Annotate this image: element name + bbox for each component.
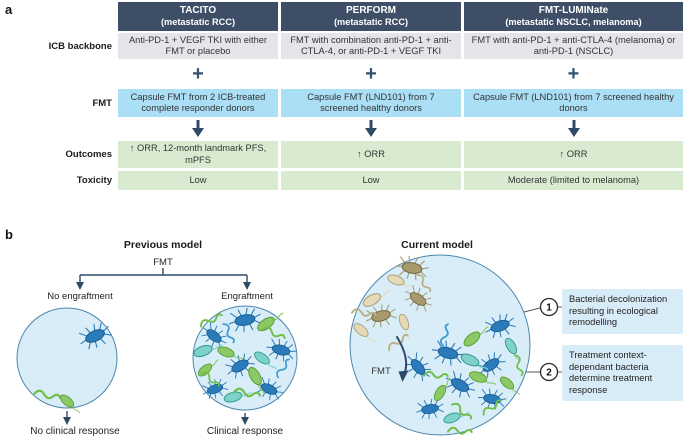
note-1-number: 1 bbox=[546, 303, 552, 314]
plus-row: + bbox=[281, 59, 461, 89]
note-leader-lines bbox=[523, 306, 562, 373]
icb-backbone-cell: Anti-PD-1 + VEGF TKI with either FMT or … bbox=[118, 33, 278, 59]
plus-row: + bbox=[118, 59, 278, 89]
toxicity-cell: Low bbox=[118, 171, 278, 190]
trial-column-perform: PERFORM (metastatic RCC) FMT with combin… bbox=[281, 2, 461, 190]
plus-icon: + bbox=[365, 63, 377, 85]
plus-row: + bbox=[464, 59, 683, 89]
note-2-number: 2 bbox=[546, 368, 552, 379]
panel-a-label: a bbox=[5, 2, 13, 17]
trial-column-tacito: TACITO (metastatic RCC) Anti-PD-1 + VEGF… bbox=[118, 2, 278, 190]
branch-arrowhead-right bbox=[243, 282, 251, 290]
toxicity-cell: Moderate (limited to melanoma) bbox=[464, 171, 683, 190]
note-1-box: Bacterial decolonization resulting in ec… bbox=[562, 289, 683, 334]
plus-icon: + bbox=[192, 63, 204, 85]
current-model-title: Current model bbox=[401, 239, 473, 251]
trial-header: TACITO (metastatic RCC) bbox=[118, 2, 278, 31]
trial-column-fmt-luminate: FMT-LUMINate (metastatic NSCLC, melanoma… bbox=[464, 2, 683, 190]
previous-model-title: Previous model bbox=[124, 239, 202, 251]
arrow-row bbox=[464, 117, 683, 141]
panel-b-illustration: Previous model FMT No engraftment Engraf… bbox=[16, 239, 562, 437]
trial-header: PERFORM (metastatic RCC) bbox=[281, 2, 461, 31]
trial-population: (metastatic RCC) bbox=[333, 16, 409, 27]
arrow-row bbox=[281, 117, 461, 141]
trial-name: TACITO bbox=[179, 5, 217, 17]
current-fmt-label: FMT bbox=[371, 366, 391, 377]
outcome-arrowhead-left bbox=[63, 417, 71, 425]
panel-b-label: b bbox=[5, 227, 13, 242]
outcomes-cell: ↑ ORR bbox=[464, 141, 683, 168]
previous-fmt-label: FMT bbox=[153, 257, 173, 268]
row-label-toxicity: Toxicity bbox=[76, 175, 112, 186]
outcome-arrowhead-right bbox=[241, 417, 249, 425]
trial-name: PERFORM bbox=[346, 5, 396, 17]
outcome-arrow-stems bbox=[66, 411, 246, 418]
branch-arrowhead-left bbox=[76, 282, 84, 290]
outcomes-cell: ↑ ORR bbox=[281, 141, 461, 168]
trial-population: (metastatic RCC) bbox=[160, 16, 236, 27]
icb-backbone-cell: FMT with combination anti-PD-1 + anti-CT… bbox=[281, 33, 461, 59]
note-2-box: Treatment context-dependant bacteria det… bbox=[562, 345, 683, 402]
row-label-outcomes: Outcomes bbox=[65, 149, 112, 160]
trial-name: FMT-LUMINate bbox=[538, 5, 609, 17]
arrow-row bbox=[118, 117, 278, 141]
clinical-response-label: Clinical response bbox=[207, 426, 284, 437]
fmt-arrowhead bbox=[398, 370, 409, 382]
trial-population: (metastatic NSCLC, melanoma) bbox=[505, 16, 642, 27]
down-arrow-icon bbox=[365, 120, 377, 137]
no-clinical-response-label: No clinical response bbox=[30, 426, 120, 437]
no-engraftment-label: No engraftment bbox=[47, 291, 113, 302]
row-label-fmt: FMT bbox=[92, 97, 112, 109]
note-1-circle bbox=[539, 297, 559, 317]
note-2-circle bbox=[539, 362, 559, 382]
trial-header: FMT-LUMINate (metastatic NSCLC, melanoma… bbox=[464, 2, 683, 31]
no-engraftment-circle bbox=[16, 307, 118, 409]
fmt-cell: Capsule FMT from 2 ICB-treated complete … bbox=[118, 89, 278, 117]
down-arrow-icon bbox=[192, 120, 204, 137]
toxicity-cell: Low bbox=[281, 171, 461, 190]
down-arrow-icon bbox=[567, 120, 580, 137]
fmt-cell: Capsule FMT (LND101) from 7 screened hea… bbox=[464, 89, 683, 117]
icb-backbone-cell: FMT with anti-PD-1 + anti-CTLA-4 (melano… bbox=[464, 33, 683, 59]
outcomes-cell: ↑ ORR, 12-month landmark PFS, mPFS bbox=[118, 141, 278, 168]
fmt-branch-lines bbox=[79, 268, 248, 283]
fmt-cell: Capsule FMT (LND101) from 7 screened hea… bbox=[281, 89, 461, 117]
engraftment-label: Engraftment bbox=[221, 291, 273, 302]
row-label-icb-backbone: ICB backbone bbox=[48, 40, 112, 52]
plus-icon: + bbox=[567, 63, 580, 85]
